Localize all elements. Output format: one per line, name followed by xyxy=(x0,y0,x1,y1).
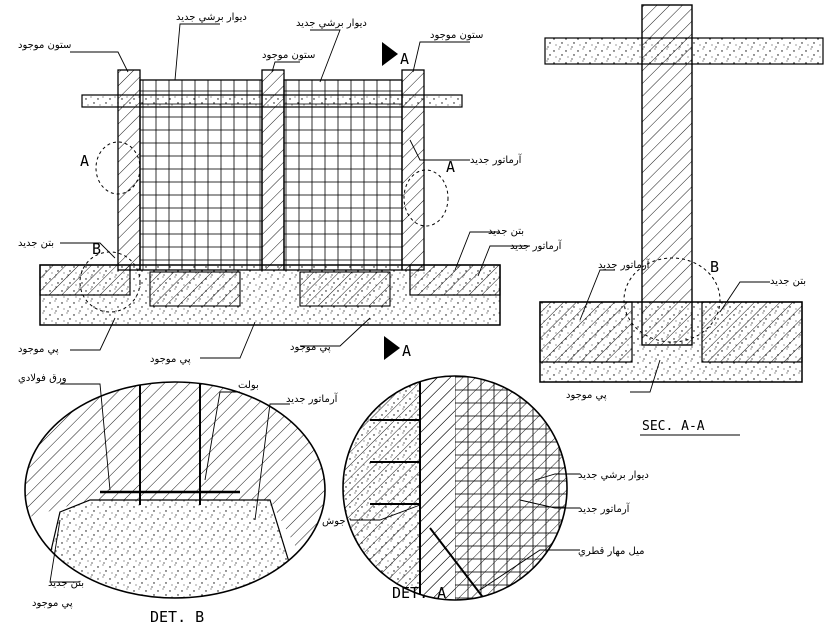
label-new-shear-wall-2: ديوار برشي جديد xyxy=(296,18,367,29)
new-concrete-pocket-1 xyxy=(149,271,241,307)
label-new-shear-wall-1: ديوار برشي جديد xyxy=(176,12,247,23)
elevation-view: ستون موجود ديوار برشي جديد ديوار برشي جد… xyxy=(18,12,563,365)
leaders-section xyxy=(579,269,770,393)
detail-a-circle-right xyxy=(403,169,449,227)
leaders-elevation xyxy=(60,23,530,359)
marker-section-top: A xyxy=(400,50,409,68)
sec-title: SEC. A-A xyxy=(642,419,705,434)
deta-label-anchor: جوش xyxy=(322,516,346,527)
deta-wall-edge xyxy=(420,376,455,600)
detb-label-steel-plate: ورق فولادي xyxy=(18,373,67,384)
sec-detail-b-circle xyxy=(623,257,721,343)
label-existing-footing-2: پي موجود xyxy=(150,354,191,365)
detb-title: DET. B xyxy=(150,608,204,626)
deta-label-new-shear-wall: ديوار برشي جديد xyxy=(578,470,649,481)
label-existing-footing-3: پي موجود xyxy=(290,342,331,353)
sec-new-concrete-left xyxy=(539,301,633,363)
sec-label-new-concrete: بتن جديد xyxy=(770,276,806,287)
detail-a-circle-left xyxy=(95,141,141,195)
deta-existing-concrete xyxy=(343,376,420,600)
label-new-rebar-main: آرماتور جديد xyxy=(470,153,523,166)
existing-column-left xyxy=(117,69,141,271)
marker-detail-b: B xyxy=(92,240,101,258)
marker-section-bottom: A xyxy=(402,342,411,360)
label-new-rebar-right: آرماتور جديد xyxy=(510,239,563,252)
existing-column-right xyxy=(401,69,425,271)
sec-label-existing-footing: پي موجود xyxy=(566,390,607,401)
detb-label-new-concrete: بتن جديد xyxy=(48,578,84,589)
detb-outline xyxy=(24,381,326,599)
leaders-detb xyxy=(49,383,290,583)
sec-wall xyxy=(641,4,693,346)
deta-new-shear-wall xyxy=(455,376,567,600)
deta-label-new-rebar: آرماتور جديد xyxy=(578,502,631,515)
deta-outline xyxy=(342,375,568,601)
section-a-a-view: B آرماتور جديد بتن جديد پي موجود SEC. A-… xyxy=(539,4,824,436)
new-shear-wall-left xyxy=(139,79,263,271)
detail-b-circle xyxy=(79,251,141,313)
deta-title: DET. A xyxy=(392,584,446,602)
new-concrete-pocket-2 xyxy=(299,271,391,307)
leaders-deta xyxy=(350,473,580,591)
marker-detail-a-right: A xyxy=(446,158,455,176)
label-existing-column-left: ستون موجود xyxy=(18,40,71,51)
detb-label-existing-footing: پي موجود xyxy=(32,598,73,609)
sec-marker-detail-b: B xyxy=(710,258,719,276)
new-shear-wall-right xyxy=(283,79,403,271)
detb-label-bolt: بولت xyxy=(238,380,259,391)
detail-b-view: ورق فولادي بولت آرماتور جديد بتن جديد پي… xyxy=(18,373,339,626)
deta-diagonal-dowel xyxy=(429,527,486,600)
section-arrow-top xyxy=(382,42,398,66)
label-existing-footing-1: پي موجود xyxy=(18,344,59,355)
label-existing-column-right: ستون موجود xyxy=(430,30,483,41)
marker-detail-a-left: A xyxy=(80,152,89,170)
label-new-concrete-right: بتن جديد xyxy=(488,226,524,237)
sec-label-new-rebar: آرماتور جديد xyxy=(598,258,651,271)
detb-label-new-rebar: آرماتور جديد xyxy=(286,392,339,405)
deta-label-dowel: ميل مهار قطري xyxy=(578,546,644,557)
sec-new-concrete-right xyxy=(701,301,803,363)
existing-column-middle xyxy=(261,69,285,271)
section-arrow-bottom xyxy=(384,336,400,360)
detail-a-view: ديوار برشي جديد آرماتور جديد جوش ميل مها… xyxy=(322,375,649,602)
label-new-concrete-left: بتن جديد xyxy=(18,238,54,249)
label-existing-column-middle: ستون موجود xyxy=(262,50,315,61)
new-concrete-left xyxy=(39,264,131,296)
